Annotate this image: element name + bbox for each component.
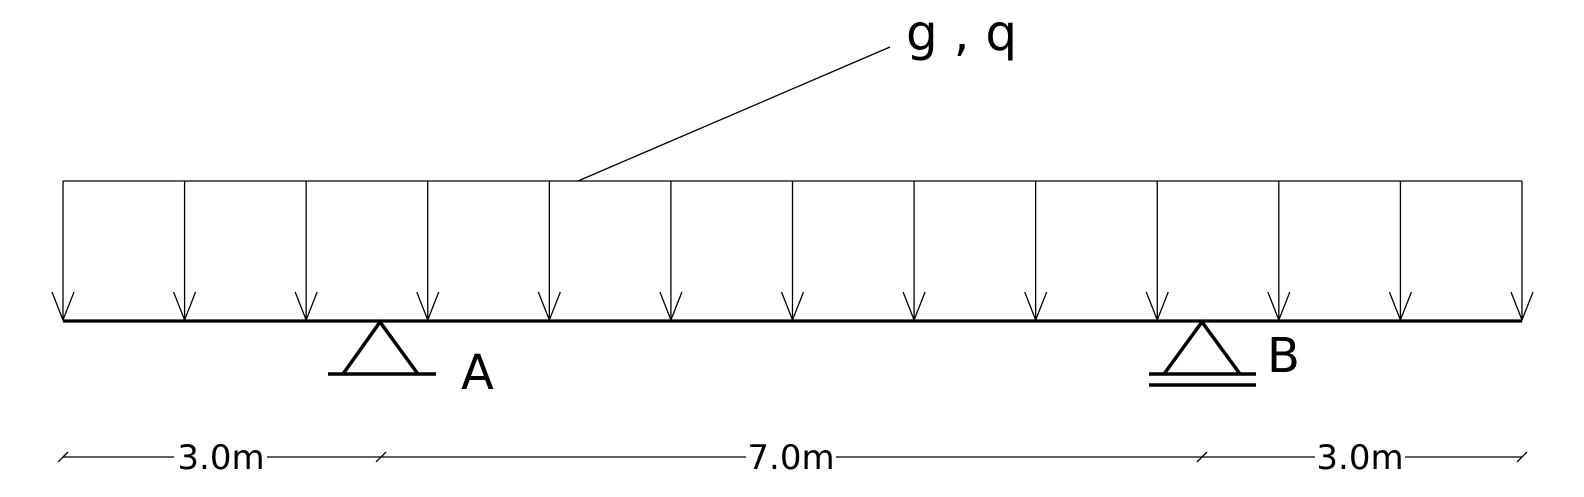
load-arrow	[537, 181, 561, 322]
load-arrows	[51, 181, 1534, 322]
support-a-triangle	[341, 319, 420, 376]
dim-label-main-span: 7.0m	[747, 438, 834, 478]
load-arrow	[1267, 181, 1291, 322]
dim-tick-2	[1196, 451, 1208, 463]
load-arrow	[51, 181, 75, 322]
load-arrow	[659, 181, 683, 322]
load-leader-line	[577, 46, 891, 182]
load-arrow	[1388, 181, 1413, 322]
load-arrow	[1145, 181, 1169, 322]
load-arrow	[294, 181, 318, 322]
load-arrow	[1510, 181, 1534, 322]
support-b-triangle	[1162, 319, 1242, 376]
dimension-line: 3.0m 7.0m 3.0m	[57, 438, 1528, 478]
dim-label-right-overhang: 3.0m	[1316, 438, 1403, 478]
support-a-label: A	[461, 345, 494, 401]
support-b-label: B	[1267, 328, 1300, 384]
load-arrow	[416, 181, 440, 322]
dim-tick-3	[1516, 451, 1528, 463]
support-a-pinned: A	[328, 319, 494, 401]
load-arrow	[780, 181, 805, 322]
load-arrow	[902, 181, 926, 322]
load-arrow	[1024, 181, 1048, 322]
support-b-roller: B	[1149, 319, 1300, 387]
dim-tick-1	[375, 451, 387, 463]
load-arrow	[172, 181, 197, 322]
dim-tick-0	[57, 451, 69, 463]
dim-label-left-overhang: 3.0m	[177, 438, 264, 478]
distributed-load	[51, 180, 1534, 322]
load-label: g , q	[906, 4, 1017, 62]
